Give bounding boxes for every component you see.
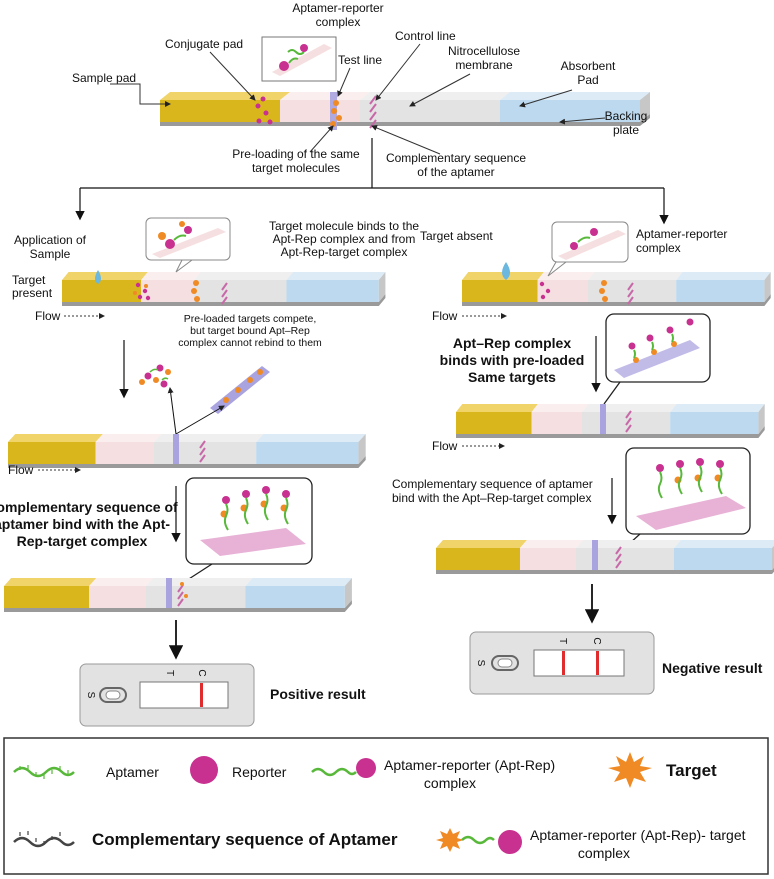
top-labels: Aptamer-reporter complex Conjugate pad C…	[72, 1, 647, 179]
svg-text:Pad: Pad	[577, 73, 598, 87]
right-labels-1: Target absent Aptamer-reporter complex F…	[420, 227, 727, 393]
left-strip-2: Flow	[8, 434, 366, 543]
svg-text:complex: complex	[424, 775, 476, 791]
svg-text:bind with the Apt–Rep-target c: bind with the Apt–Rep-target complex	[392, 491, 591, 505]
svg-text:of the aptamer: of the aptamer	[417, 165, 494, 179]
svg-text:complex: complex	[578, 845, 630, 861]
left-strip-3	[4, 578, 352, 660]
top-pointers	[110, 43, 606, 155]
svg-text:C: C	[196, 669, 207, 676]
target-icon	[608, 752, 652, 788]
svg-text:T: T	[557, 638, 568, 644]
label-apt-rep-complex: Aptamer-reporter	[636, 227, 727, 241]
svg-text:membrane: membrane	[455, 58, 513, 72]
label-complementary: Complementary sequence	[386, 151, 526, 165]
left-labels-1: Application of Sample Target present Tar…	[12, 219, 419, 399]
top-strip	[160, 92, 650, 130]
svg-text:Apt-Rep-target complex: Apt-Rep-target complex	[281, 245, 408, 259]
svg-text:S: S	[85, 692, 96, 699]
label-flow-r2: Flow	[432, 439, 458, 453]
legend-reporter: Reporter	[232, 764, 287, 780]
label-positive-result: Positive result	[270, 686, 366, 702]
apt-rep-icon	[311, 767, 357, 777]
svg-text:complex: complex	[316, 15, 361, 29]
legend-aptamer: Aptamer	[106, 764, 159, 780]
svg-text:Rep-target complex: Rep-target complex	[17, 533, 148, 549]
right-inset-2	[603, 313, 711, 405]
right-strip-1	[462, 262, 771, 306]
complementary-icon	[13, 836, 75, 848]
label-preloading: Pre-loading of the same	[232, 147, 360, 161]
svg-text:but target bound Apt–Rep: but target bound Apt–Rep	[190, 325, 310, 337]
label-backing-plate: Backing	[605, 109, 648, 123]
label-flow-1: Flow	[35, 309, 61, 323]
label-test-line: Test line	[338, 53, 382, 67]
left-result-cassette: S T C Positive result	[79, 663, 366, 727]
legend: Aptamer Reporter Aptamer-reporter (Apt-R…	[3, 737, 769, 875]
label-target-absent: Target absent	[420, 229, 493, 243]
test-line-result	[562, 651, 565, 675]
label-nitrocellulose: Nitrocellulose	[448, 44, 520, 58]
left-inset-1	[145, 217, 231, 273]
label-sample-pad: Sample pad	[72, 71, 136, 85]
label-binds-preloaded: Apt–Rep complex	[453, 335, 571, 351]
legend-target: Target	[666, 761, 717, 780]
aptamer-icon	[13, 766, 75, 778]
label-comp-bind-right: Complementary sequence of aptamer	[392, 477, 593, 491]
svg-text:Same targets: Same targets	[468, 369, 556, 385]
legend-apt-rep: Aptamer-reporter (Apt-Rep)	[384, 757, 555, 773]
svg-text:S: S	[475, 660, 486, 667]
svg-text:Sample: Sample	[30, 247, 71, 261]
top-inset	[261, 36, 337, 82]
legend-apt-rep-target: Aptamer-reporter (Apt-Rep)- target	[530, 827, 746, 843]
svg-text:aptamer bind with the Apt-: aptamer bind with the Apt-	[0, 516, 170, 532]
split-arrows	[75, 138, 669, 225]
control-line-result-neg	[596, 651, 599, 675]
legend-complementary: Complementary sequence of Aptamer	[92, 830, 398, 849]
label-negative-result: Negative result	[662, 660, 763, 676]
label-aptamer-reporter-complex: Aptamer-reporter	[292, 1, 383, 15]
left-strip-1	[62, 270, 386, 306]
left-labels-2: Complementary sequence of aptamer bind w…	[0, 499, 178, 549]
svg-text:binds with pre-loaded: binds with pre-loaded	[440, 352, 585, 368]
label-binds: Target molecule binds to the	[269, 219, 419, 233]
left-inset-2	[177, 477, 313, 587]
right-strip-3	[436, 540, 774, 624]
control-line-result	[200, 683, 203, 707]
svg-text:target molecules: target molecules	[252, 161, 340, 175]
apt-rep-target-icon	[436, 828, 464, 852]
left-compete-illustration	[139, 364, 270, 435]
reporter-icon	[190, 756, 218, 784]
label-comp-bind-left: Complementary sequence of	[0, 499, 178, 515]
label-application: Application of	[14, 233, 87, 247]
label-absorbent-pad: Absorbent	[561, 59, 616, 73]
right-strip-2: Flow	[432, 404, 765, 453]
svg-text:T: T	[164, 670, 175, 676]
label-flow-2: Flow	[8, 463, 34, 477]
right-result-cassette: S T C Negative result	[469, 631, 763, 695]
right-inset-1	[547, 221, 629, 277]
label-target-present: Target	[12, 273, 46, 287]
svg-text:plate: plate	[613, 123, 639, 137]
svg-text:C: C	[591, 637, 602, 644]
label-flow-r1: Flow	[432, 309, 458, 323]
right-inset-3	[619, 447, 751, 553]
svg-text:Apt-Rep complex and from: Apt-Rep complex and from	[273, 232, 416, 246]
svg-text:present: present	[12, 286, 53, 300]
right-labels-2: Complementary sequence of aptamer bind w…	[392, 477, 617, 525]
svg-text:complex cannot rebind to them: complex cannot rebind to them	[178, 337, 322, 349]
label-compete: Pre-loaded targets compete,	[184, 313, 317, 325]
label-conjugate-pad: Conjugate pad	[165, 37, 243, 51]
svg-text:complex: complex	[636, 241, 681, 255]
label-control-line: Control line	[395, 29, 456, 43]
